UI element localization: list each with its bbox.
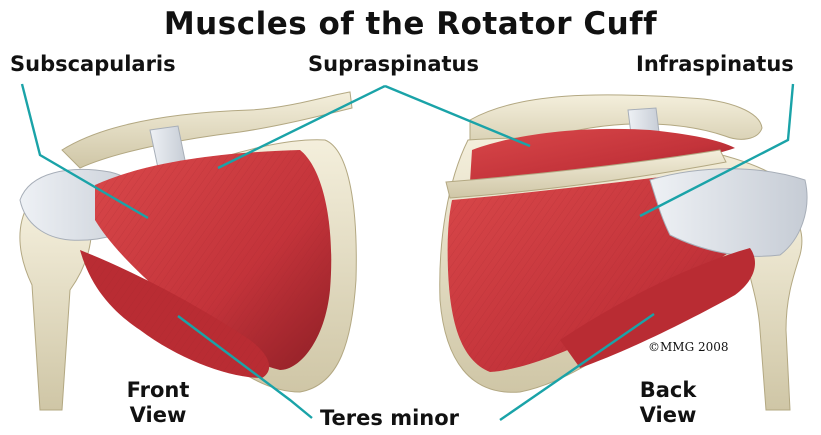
label-subscapularis: Subscapularis [10, 52, 176, 76]
back-view-line1: Back [628, 378, 708, 403]
back-view-line2: View [628, 403, 708, 428]
diagram-title: Muscles of the Rotator Cuff [0, 6, 821, 42]
label-infraspinatus: Infraspinatus [636, 52, 794, 76]
back-view-label: Back View [628, 378, 708, 428]
back-view-anatomy [440, 95, 807, 410]
copyright-notice: ©MMG 2008 [648, 340, 729, 354]
front-view-line2: View [118, 403, 198, 428]
front-view-line1: Front [118, 378, 198, 403]
front-view-label: Front View [118, 378, 198, 428]
label-teres-minor: Teres minor [320, 406, 459, 430]
front-view-anatomy [20, 92, 356, 410]
label-supraspinatus: Supraspinatus [308, 52, 479, 76]
